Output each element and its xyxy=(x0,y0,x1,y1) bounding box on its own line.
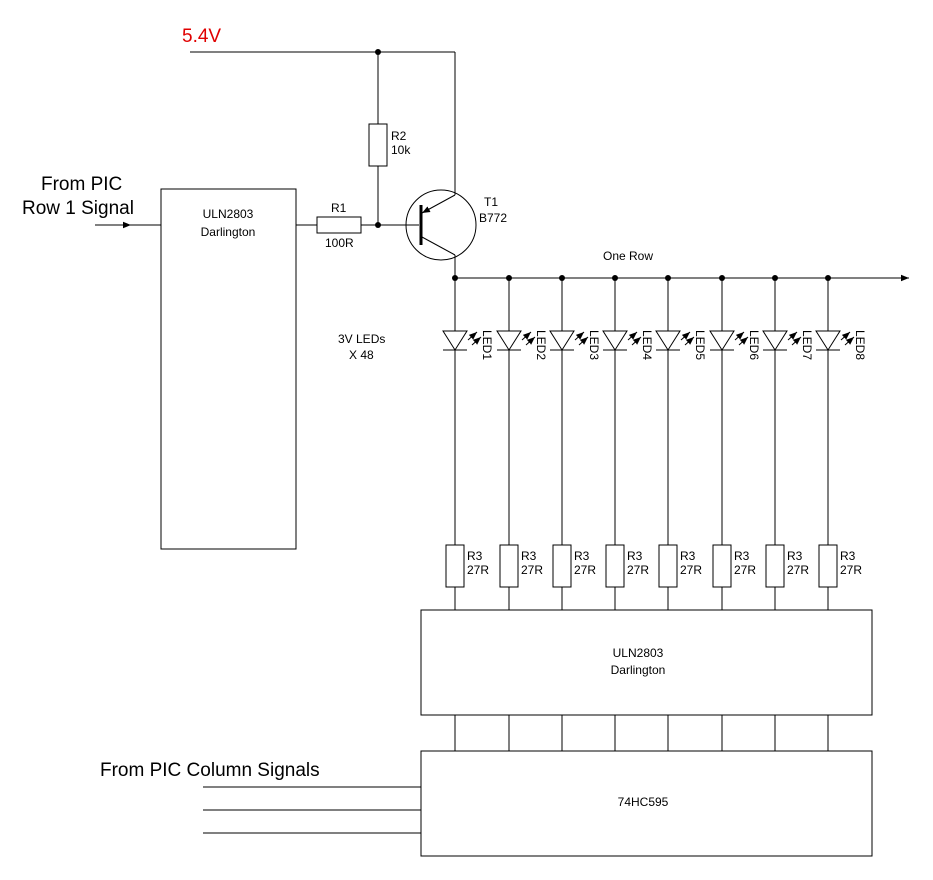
led-light-ray xyxy=(574,331,585,341)
uln-row-name: ULN2803 xyxy=(203,207,254,221)
r3-ref: R3 xyxy=(787,549,803,563)
r1-value: 100R xyxy=(325,236,354,250)
r3-ref: R3 xyxy=(521,549,537,563)
led-symbol xyxy=(709,330,735,351)
led-light-ray xyxy=(627,331,638,341)
led-light-ray xyxy=(684,336,695,346)
led-light-ray xyxy=(738,336,749,346)
r3-value: 27R xyxy=(627,563,649,577)
r3-ref: R3 xyxy=(574,549,590,563)
shift-register-74hc595 xyxy=(420,750,873,857)
r3-resistor xyxy=(765,544,785,588)
led-label: LED6 xyxy=(747,330,761,360)
uln-col-type: Darlington xyxy=(611,663,666,677)
led-light-ray xyxy=(471,336,482,346)
led-symbol xyxy=(815,330,841,351)
row-bus-label: One Row xyxy=(603,249,653,263)
uln-row-type: Darlington xyxy=(201,225,256,239)
r3-resistor xyxy=(499,544,519,588)
led-symbol xyxy=(442,330,468,351)
r2-resistor xyxy=(368,123,388,167)
input-row-line1: From PIC xyxy=(41,174,122,195)
uln-col-name: ULN2803 xyxy=(613,646,664,660)
r3-resistor xyxy=(605,544,625,588)
led-light-ray xyxy=(844,336,855,346)
r3-resistor xyxy=(552,544,572,588)
uln2803-row-driver xyxy=(160,188,297,550)
led-label: LED8 xyxy=(853,330,867,360)
t1-emitter-lead xyxy=(421,194,456,214)
input-cols-label: From PIC Column Signals xyxy=(100,760,320,781)
r2-value: 10k xyxy=(391,143,411,157)
r3-ref: R3 xyxy=(467,549,483,563)
led-light-ray xyxy=(521,331,532,341)
r3-ref: R3 xyxy=(680,549,696,563)
t1-part: B772 xyxy=(479,211,507,225)
r1-ref: R1 xyxy=(331,201,347,215)
r3-value: 27R xyxy=(840,563,862,577)
led-light-ray xyxy=(578,336,589,346)
r3-ref: R3 xyxy=(734,549,750,563)
uln2803-column-driver xyxy=(420,609,873,716)
t1-collector-lead xyxy=(421,236,456,256)
r3-resistor xyxy=(818,544,838,588)
led-columns: LED1R327RLED2R327RLED3R327RLED4R327RLED5… xyxy=(442,275,867,751)
led-label: LED5 xyxy=(693,330,707,360)
r3-value: 27R xyxy=(734,563,756,577)
r3-value: 27R xyxy=(574,563,596,577)
led-symbol xyxy=(602,330,628,351)
r1-resistor xyxy=(316,216,362,234)
led-light-ray xyxy=(467,331,478,341)
led-light-ray xyxy=(787,331,798,341)
led-symbol xyxy=(549,330,575,351)
leds-note-line2: X 48 xyxy=(349,348,374,362)
supply-voltage-label: 5.4V xyxy=(182,26,221,47)
led-light-ray xyxy=(791,336,802,346)
r3-value: 27R xyxy=(467,563,489,577)
r2-ref: R2 xyxy=(391,129,407,143)
led-light-ray xyxy=(734,331,745,341)
led-light-ray xyxy=(680,331,691,341)
t1-ref: T1 xyxy=(484,195,498,209)
led-light-ray xyxy=(631,336,642,346)
r3-resistor xyxy=(658,544,678,588)
r3-resistor xyxy=(712,544,732,588)
r3-value: 27R xyxy=(680,563,702,577)
r3-value: 27R xyxy=(521,563,543,577)
t1-transistor-body xyxy=(405,189,477,261)
led-light-ray xyxy=(840,331,851,341)
led-label: LED2 xyxy=(534,330,548,360)
shift-register-name: 74HC595 xyxy=(618,795,669,809)
r3-ref: R3 xyxy=(840,549,856,563)
r3-resistor xyxy=(445,544,465,588)
input-row-line2: Row 1 Signal xyxy=(22,198,134,219)
led-label: LED1 xyxy=(480,330,494,360)
led-light-ray xyxy=(525,336,536,346)
led-label: LED7 xyxy=(800,330,814,360)
r3-ref: R3 xyxy=(627,549,643,563)
led-label: LED3 xyxy=(587,330,601,360)
led-symbol xyxy=(496,330,522,351)
led-symbol xyxy=(762,330,788,351)
led-symbol xyxy=(655,330,681,351)
leds-note-line1: 3V LEDs xyxy=(338,332,385,346)
junction-dot xyxy=(375,222,381,228)
r3-value: 27R xyxy=(787,563,809,577)
led-label: LED4 xyxy=(640,330,654,360)
